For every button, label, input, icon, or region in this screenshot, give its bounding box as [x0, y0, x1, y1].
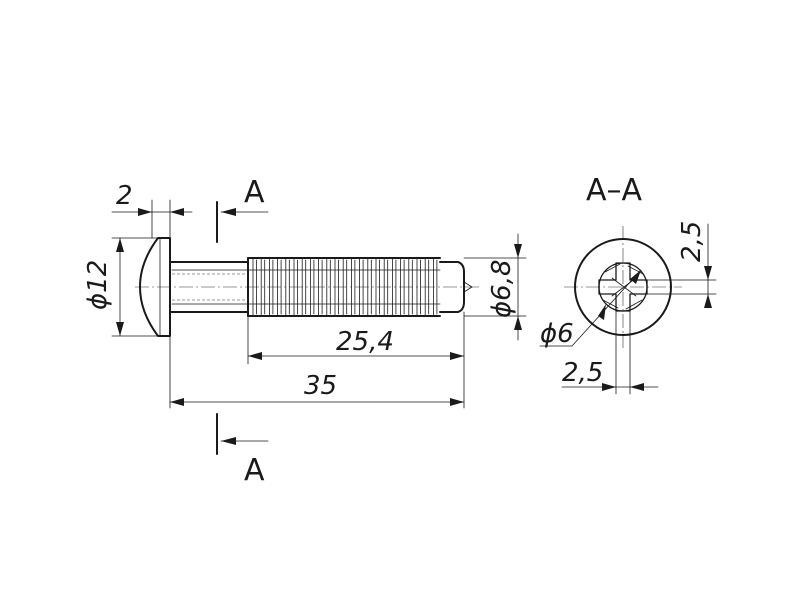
section-cut-top: A — [216, 175, 269, 243]
dim-recess-diameter-label: ϕ6 — [540, 319, 574, 349]
dim-slot-horizontal-label: 2,5 — [562, 358, 603, 388]
dim-head-height: 2 — [111, 181, 193, 239]
screw-shank — [169, 261, 249, 313]
section-letter-bottom: A — [244, 453, 265, 488]
dim-slot-vertical-label: 2,5 — [677, 221, 707, 262]
dim-total-length: 35 — [169, 335, 465, 409]
dim-slot-vertical: 2,5 — [629, 221, 717, 309]
dim-head-height-label: 2 — [116, 181, 133, 211]
dim-head-diameter: ϕ12 — [83, 237, 159, 337]
screw-head — [139, 237, 171, 337]
dim-total-length-label: 35 — [304, 371, 337, 401]
screw-tip — [439, 261, 473, 313]
section-outer-circle — [574, 238, 672, 336]
screw-side-view — [135, 237, 480, 337]
section-title: A–A — [586, 173, 643, 208]
section-letter-top: A — [244, 175, 265, 210]
dim-shank-diameter-label: ϕ6,8 — [487, 260, 517, 319]
dim-thread-length: 25,4 — [247, 311, 465, 409]
dim-recess-diameter: ϕ6 — [539, 269, 642, 349]
dim-head-diameter-label: ϕ12 — [83, 260, 113, 310]
dim-thread-length-label: 25,4 — [336, 327, 394, 357]
section-cut-bottom: A — [216, 413, 269, 488]
dim-shank-diameter: ϕ6,8 — [463, 233, 527, 341]
thread-ribs — [252, 257, 438, 317]
screw-thread — [247, 257, 441, 317]
dim-slot-horizontal: 2,5 — [561, 310, 659, 395]
section-view — [564, 226, 682, 348]
section-hatching — [602, 263, 644, 310]
